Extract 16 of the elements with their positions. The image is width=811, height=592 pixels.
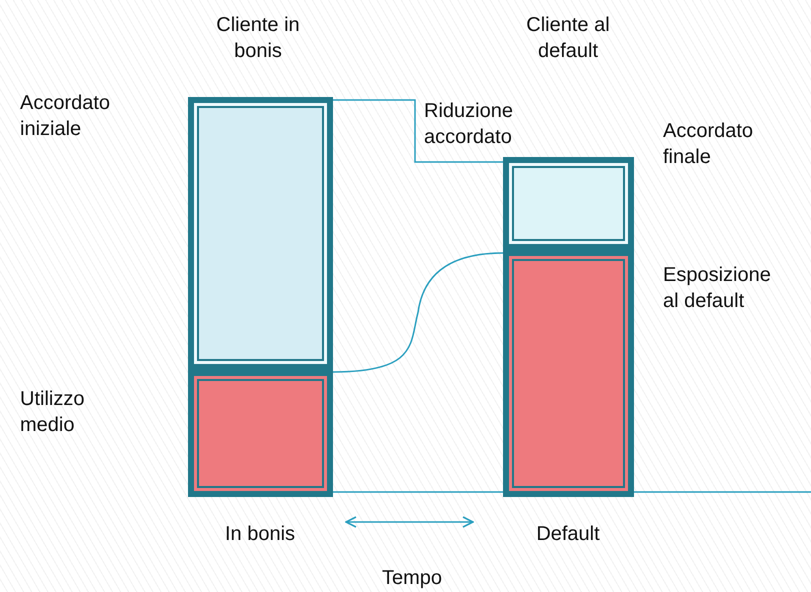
column-heading: Cliente al default [525, 13, 611, 64]
bar-label: Accordato iniziale [20, 91, 112, 142]
bar-label: Esposizione al default [663, 263, 772, 314]
axis-title: Tempo [380, 566, 444, 591]
credit-line-bar [503, 157, 634, 250]
edge-label: Riduzione accordato [424, 99, 514, 150]
connector-line [332, 252, 504, 373]
bar-label: Utilizzo medio [20, 387, 86, 438]
exposure-bar [503, 250, 634, 497]
axis-label: In bonis [224, 522, 296, 547]
connector-line [333, 99, 503, 163]
exposure-bar [188, 370, 333, 497]
bar-label: Accordato finale [663, 119, 754, 170]
axis-label: Default [535, 522, 601, 547]
column-heading: Cliente in bonis [215, 13, 301, 64]
credit-line-bar [188, 97, 333, 370]
